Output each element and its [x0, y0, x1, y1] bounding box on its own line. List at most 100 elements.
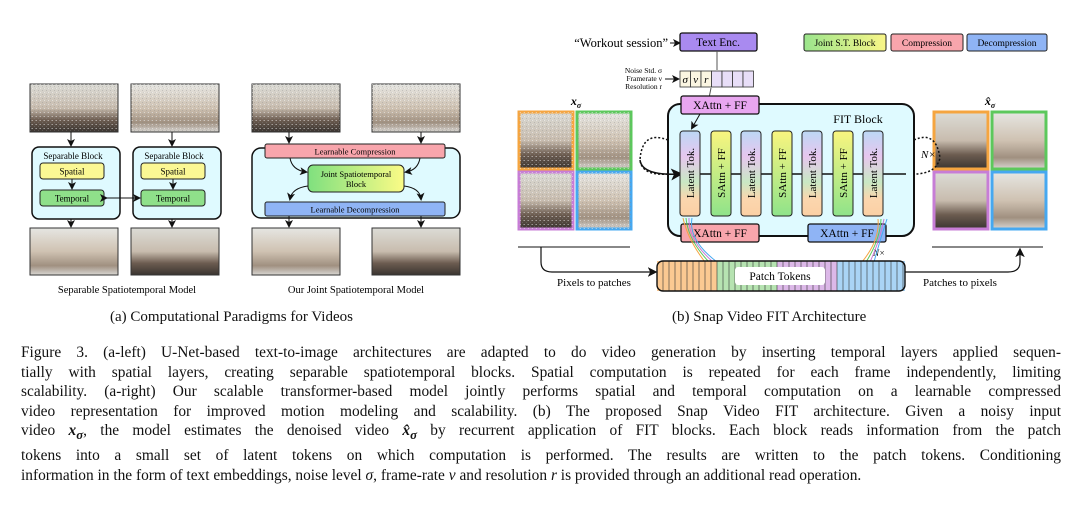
xattn-read: XAttn + FF: [680, 223, 760, 243]
cond-token: [721, 70, 733, 88]
sattn-ff-label: SAttn + FF: [716, 148, 728, 198]
input-frame-1: [29, 83, 119, 133]
panel-a-caption: (a) Computational Paradigms for Videos: [110, 309, 353, 325]
temporal-label: Temporal: [55, 194, 90, 204]
svg-text:Joint S.T. Block: Joint S.T. Block: [814, 39, 875, 49]
svg-text:Learnable Compression: Learnable Compression: [315, 147, 397, 157]
latent-tokens: [862, 130, 884, 217]
read-flow-line: [688, 217, 714, 263]
latent-tokens: [679, 130, 701, 217]
output-denoised-label: x̂σ: [984, 94, 996, 110]
sattn-ff-label: SAttn + FF: [838, 148, 850, 198]
sattn-ff-block: [710, 130, 732, 217]
latent-tokens: [740, 130, 762, 217]
output-frame-1: [29, 227, 119, 276]
cond-token: [742, 70, 754, 88]
read-flow-line: [685, 217, 710, 263]
separable-block-2: Separable Block Spatial Temporal: [132, 146, 222, 220]
separable-block-1: Separable Block Spatial Temporal: [31, 146, 121, 220]
fit-architecture-diagram: “Workout session” Text Enc. Noise Std. σ…: [517, 32, 1048, 292]
svg-text:Temporal: Temporal: [156, 194, 191, 204]
frame-patch: [932, 170, 990, 231]
svg-text:XAttn + FF: XAttn + FF: [820, 228, 874, 240]
svg-text:Joint Spatiotemporal: Joint Spatiotemporal: [321, 169, 392, 179]
write-flow-line: [861, 218, 879, 263]
svg-text:Decompression: Decompression: [977, 39, 1036, 49]
caption-line: tokens into a small set of latent tokens…: [21, 447, 1061, 465]
math-x-sigma: xσ: [68, 422, 84, 443]
svg-text:N×: N×: [872, 248, 885, 258]
svg-text:Block: Block: [346, 179, 367, 189]
svg-text:Compression: Compression: [902, 39, 952, 49]
latent-tokens-label: Latent Tok.: [868, 148, 880, 199]
resolution-label: Resolution r: [625, 82, 662, 91]
patches-to-pixels-label: Patches to pixels: [923, 277, 997, 289]
frame-patch: [990, 170, 1048, 231]
patch-tokens-label: Patch Tokens: [749, 271, 811, 283]
xattn-conditioning: XAttn + FF: [680, 95, 760, 115]
svg-text:Text Enc.: Text Enc.: [696, 37, 740, 49]
svg-text:XAttn + FF: XAttn + FF: [693, 100, 747, 112]
text-prompt: “Workout session”: [574, 36, 668, 50]
cond-token-label: r: [704, 74, 709, 86]
joint-model-title: Our Joint Spatiotemporal Model: [288, 285, 424, 296]
framerate-label: Framerate ν: [626, 74, 662, 83]
caption-line: scalability. (a-right) Our scalable tran…: [21, 383, 1061, 401]
caption-line: tially with spatial layers, creating sep…: [21, 363, 1061, 381]
input-noisy-label: xσ: [570, 94, 582, 110]
repeat-label: N×: [920, 149, 936, 161]
fit-block-columns: Latent Tok. SAttn + FF Latent Tok. SAttn + …: [679, 130, 884, 217]
latent-tokens-label: Latent Tok.: [807, 148, 819, 199]
write-flow-line: [865, 218, 882, 263]
separable-model-diagram: Separable Block Spatial Temporal Separab…: [29, 83, 222, 296]
separable-model-title: Separable Spatiotemporal Model: [58, 285, 196, 296]
legend: Joint S.T. Block Compression Decompressi…: [803, 33, 1048, 52]
caption-line: Figure 3. (a-left) U-Net-based text-to-i…: [21, 344, 1061, 361]
xattn-write: XAttn + FF: [807, 223, 887, 243]
panel-b-caption: (b) Snap Video FIT Architecture: [672, 309, 867, 325]
caption-line: video representation for improved motion…: [21, 402, 1061, 420]
noise-std-label: Noise Std. σ: [625, 66, 662, 75]
joint-model-diagram: Learnable Compression Joint Spatiotempor…: [251, 83, 461, 296]
spatial-label: Spatial: [60, 167, 85, 177]
figure-caption: Figure 3. (a-left) U-Net-based text-to-i…: [21, 343, 1061, 485]
figure-3: Separable Block Spatial Temporal Separab…: [29, 32, 1048, 296]
learnable-decompression: Learnable Decompression: [264, 201, 446, 217]
read-flow-line: [691, 217, 718, 263]
svg-text:Spatial: Spatial: [161, 167, 186, 177]
caption-line: video xσ, the model estimates the denois…: [21, 422, 1061, 443]
pixels-to-patches-label: Pixels to patches: [557, 277, 631, 289]
output-frame-2: [130, 227, 220, 276]
frame-patch: [990, 110, 1048, 171]
latent-tokens: [801, 130, 823, 217]
frame-patch: [932, 110, 990, 171]
output-patches: [932, 110, 1048, 231]
patch-tokens-bar: Patch Tokens: [656, 260, 906, 292]
attention-flow-lines: [682, 217, 888, 263]
read-flow-line: [682, 217, 706, 263]
text-encoder: Text Enc.: [679, 32, 758, 52]
svg-text:Separable Block: Separable Block: [43, 151, 103, 161]
legend-joint-st-block: Joint S.T. Block: [803, 33, 887, 52]
legend-decompression: Decompression: [966, 33, 1048, 52]
cond-token-label: σ: [683, 74, 689, 86]
math-xhat-sigma: x̂σ: [402, 422, 417, 443]
sattn-ff-block: [771, 130, 793, 217]
input-frame-2: [130, 83, 220, 133]
sattn-ff-block: [832, 130, 854, 217]
legend-compression: Compression: [890, 33, 964, 52]
joint-spatiotemporal-block: Joint Spatiotemporal Block: [307, 164, 405, 193]
write-flow-line: [873, 218, 888, 263]
fit-block-title: FIT Block: [833, 112, 882, 126]
svg-text:XAttn + FF: XAttn + FF: [693, 228, 747, 240]
learnable-compression: Learnable Compression: [264, 143, 446, 159]
latent-tokens-label: Latent Tok.: [746, 148, 758, 199]
cond-token-label: ν: [693, 74, 698, 86]
write-flow-line: [869, 218, 885, 263]
cond-token: [732, 70, 744, 88]
sattn-ff-label: SAttn + FF: [777, 148, 789, 198]
caption-line: information in the form of text embeddin…: [21, 466, 862, 484]
cond-token: [711, 70, 723, 88]
input-patches: [517, 110, 633, 231]
